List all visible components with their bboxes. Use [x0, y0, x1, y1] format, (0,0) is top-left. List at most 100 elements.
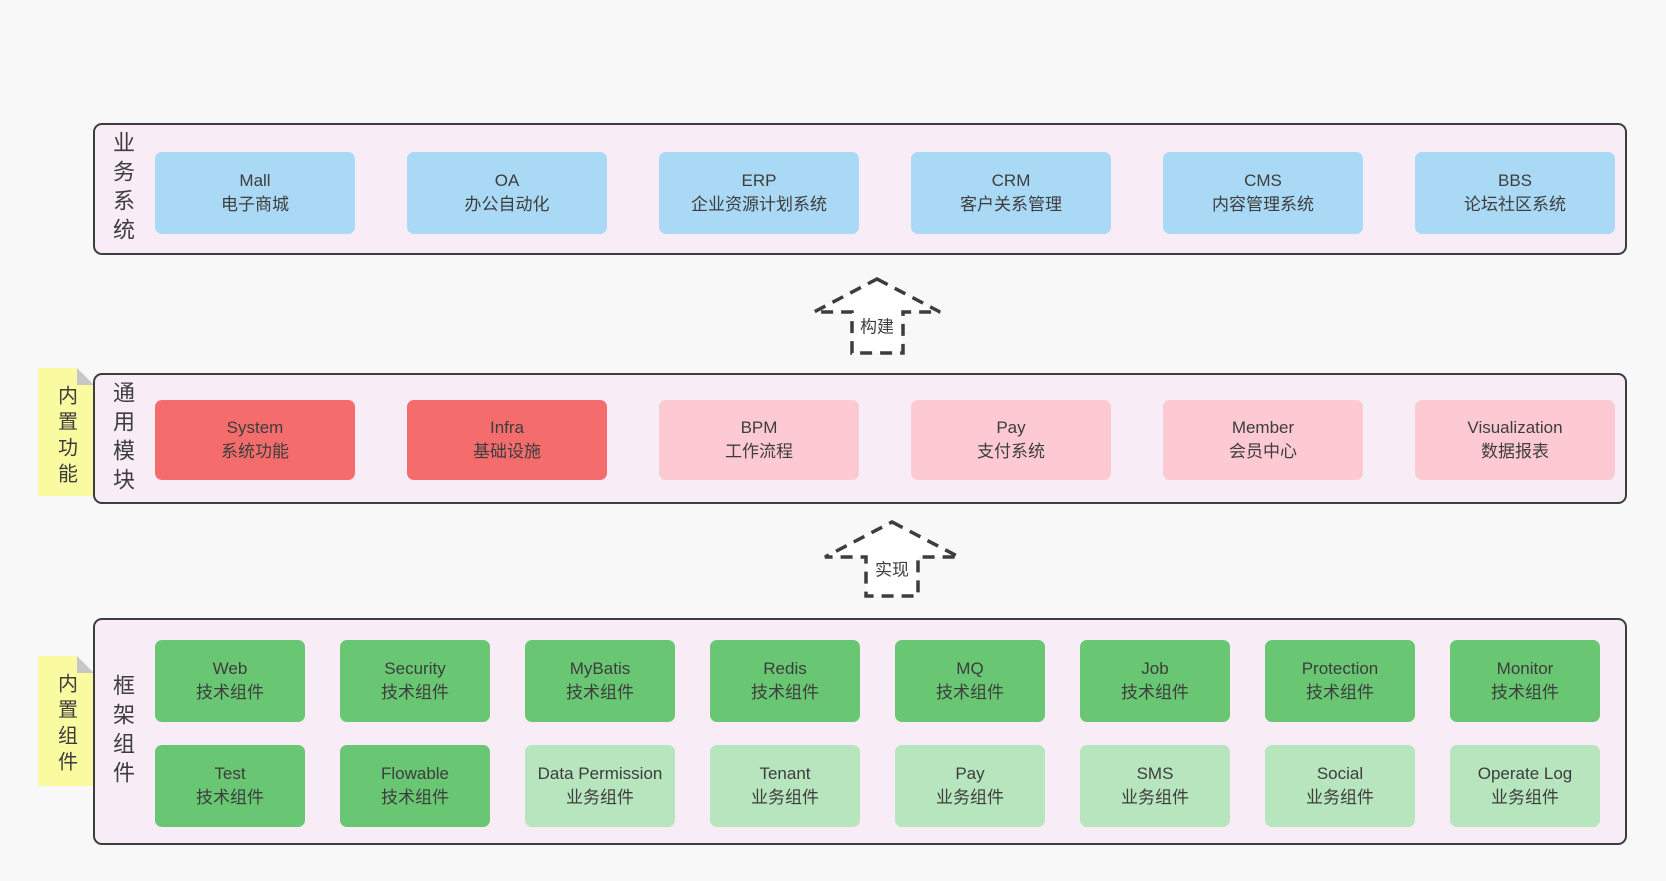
box-title: System [226, 418, 284, 437]
box-title: OA [494, 171, 520, 190]
box-subtitle: 业务组件 [936, 788, 1004, 807]
diagram-box: Infra 基础设施 [407, 400, 607, 480]
box-subtitle: 技术组件 [381, 788, 449, 807]
box-subtitle: 系统功能 [221, 442, 289, 461]
box-subtitle: 业务组件 [1491, 788, 1559, 807]
diagram-box: System 系统功能 [155, 400, 355, 480]
diagram-box: BPM 工作流程 [659, 400, 859, 480]
box-subtitle: 论坛社区系统 [1464, 195, 1566, 214]
diagram-box: Monitor 技术组件 [1450, 640, 1600, 722]
diagram-box: Pay 业务组件 [895, 745, 1045, 827]
box-subtitle: 客户关系管理 [960, 195, 1062, 214]
build-arrow-label: 构建 [857, 311, 897, 339]
business-systems-panel: 业务系统 Mall 电子商城 OA 办公自动化 ERP 企业资源计划系统 CRM… [93, 123, 1627, 255]
diagram-box: Member 会员中心 [1163, 400, 1363, 480]
diagram-box: Mall 电子商城 [155, 152, 355, 234]
box-subtitle: 技术组件 [196, 683, 264, 702]
diagram-box: ERP 企业资源计划系统 [659, 152, 859, 234]
box-title: Flowable [380, 764, 450, 783]
box-subtitle: 业务组件 [751, 788, 819, 807]
box-title: MyBatis [569, 659, 631, 678]
box-title: CRM [991, 171, 1031, 190]
box-title: BPM [740, 418, 778, 437]
diagram-box: Protection 技术组件 [1265, 640, 1415, 722]
box-title: Test [214, 764, 246, 783]
box-subtitle: 数据报表 [1481, 442, 1549, 461]
diagram-box: Redis 技术组件 [710, 640, 860, 722]
folded-corner-icon [77, 368, 94, 385]
diagram-box: Flowable 技术组件 [340, 745, 490, 827]
diagram-box: CMS 内容管理系统 [1163, 152, 1363, 234]
panel-label-common-modules: 通用模块 [110, 380, 135, 497]
box-subtitle: 技术组件 [196, 788, 264, 807]
box-title: ERP [741, 171, 777, 190]
diagram-box: Web 技术组件 [155, 640, 305, 722]
box-title: Member [1231, 418, 1295, 437]
box-subtitle: 技术组件 [566, 683, 634, 702]
diagram-box: Pay 支付系统 [911, 400, 1111, 480]
framework-components-row-1: Web 技术组件 Security 技术组件 MyBatis 技术组件 Redi… [155, 640, 1600, 722]
implement-arrow-label: 实现 [872, 554, 912, 582]
box-subtitle: 办公自动化 [464, 195, 550, 214]
box-subtitle: 技术组件 [1491, 683, 1559, 702]
box-title: Pay [996, 418, 1026, 437]
diagram-box: OA 办公自动化 [407, 152, 607, 234]
box-title: Security [384, 659, 446, 678]
build-arrow: 构建 [812, 277, 942, 355]
box-subtitle: 基础设施 [473, 442, 541, 461]
box-subtitle: 会员中心 [1229, 442, 1297, 461]
box-subtitle: 内容管理系统 [1212, 195, 1314, 214]
business-systems-row: Mall 电子商城 OA 办公自动化 ERP 企业资源计划系统 CRM 客户关系… [155, 152, 1615, 234]
diagram-box: Visualization 数据报表 [1415, 400, 1615, 480]
diagram-box: Tenant 业务组件 [710, 745, 860, 827]
box-title: Tenant [759, 764, 811, 783]
framework-components-row-2: Test 技术组件 Flowable 技术组件 Data Permission … [155, 745, 1600, 827]
box-title: Monitor [1496, 659, 1554, 678]
folded-corner-icon [77, 656, 94, 673]
box-title: Data Permission [537, 764, 663, 783]
diagram-box: MQ 技术组件 [895, 640, 1045, 722]
box-title: Protection [1301, 659, 1379, 678]
box-subtitle: 技术组件 [751, 683, 819, 702]
box-subtitle: 技术组件 [1121, 683, 1189, 702]
box-title: Mall [239, 171, 271, 190]
diagram-box: MyBatis 技术组件 [525, 640, 675, 722]
box-subtitle: 工作流程 [725, 442, 793, 461]
box-subtitle: 业务组件 [1121, 788, 1189, 807]
box-title: SMS [1136, 764, 1174, 783]
box-subtitle: 技术组件 [1306, 683, 1374, 702]
box-subtitle: 技术组件 [381, 683, 449, 702]
framework-components-panel: 框架组件 Web 技术组件 Security 技术组件 MyBatis 技术组件… [93, 618, 1627, 845]
common-modules-row: System 系统功能 Infra 基础设施 BPM 工作流程 Pay 支付系统… [155, 400, 1615, 480]
box-title: Infra [489, 418, 525, 437]
box-subtitle: 企业资源计划系统 [691, 195, 827, 214]
diagram-box: Operate Log 业务组件 [1450, 745, 1600, 827]
sticky-label: 内置组件 [54, 673, 77, 777]
box-title: Social [1316, 764, 1364, 783]
diagram-box: Job 技术组件 [1080, 640, 1230, 722]
diagram-box: BBS 论坛社区系统 [1415, 152, 1615, 234]
builtin-components-sticky: 内置组件 [38, 656, 94, 786]
box-subtitle: 技术组件 [936, 683, 1004, 702]
box-title: Job [1141, 659, 1169, 678]
box-title: MQ [956, 659, 984, 678]
diagram-box: Data Permission 业务组件 [525, 745, 675, 827]
diagram-box: CRM 客户关系管理 [911, 152, 1111, 234]
box-subtitle: 业务组件 [1306, 788, 1374, 807]
diagram-box: Social 业务组件 [1265, 745, 1415, 827]
common-modules-panel: 通用模块 System 系统功能 Infra 基础设施 BPM 工作流程 Pay… [93, 373, 1627, 504]
diagram-box: Test 技术组件 [155, 745, 305, 827]
box-title: Visualization [1467, 418, 1563, 437]
box-title: Pay [955, 764, 985, 783]
box-subtitle: 支付系统 [977, 442, 1045, 461]
builtin-features-sticky: 内置功能 [38, 368, 94, 496]
implement-arrow: 实现 [823, 520, 961, 598]
box-title: CMS [1244, 171, 1282, 190]
panel-label-business-systems: 业务系统 [110, 131, 135, 247]
sticky-label: 内置功能 [54, 385, 77, 489]
box-title: Redis [763, 659, 807, 678]
box-title: BBS [1497, 171, 1533, 190]
box-title: Web [212, 659, 248, 678]
diagram-box: SMS 业务组件 [1080, 745, 1230, 827]
